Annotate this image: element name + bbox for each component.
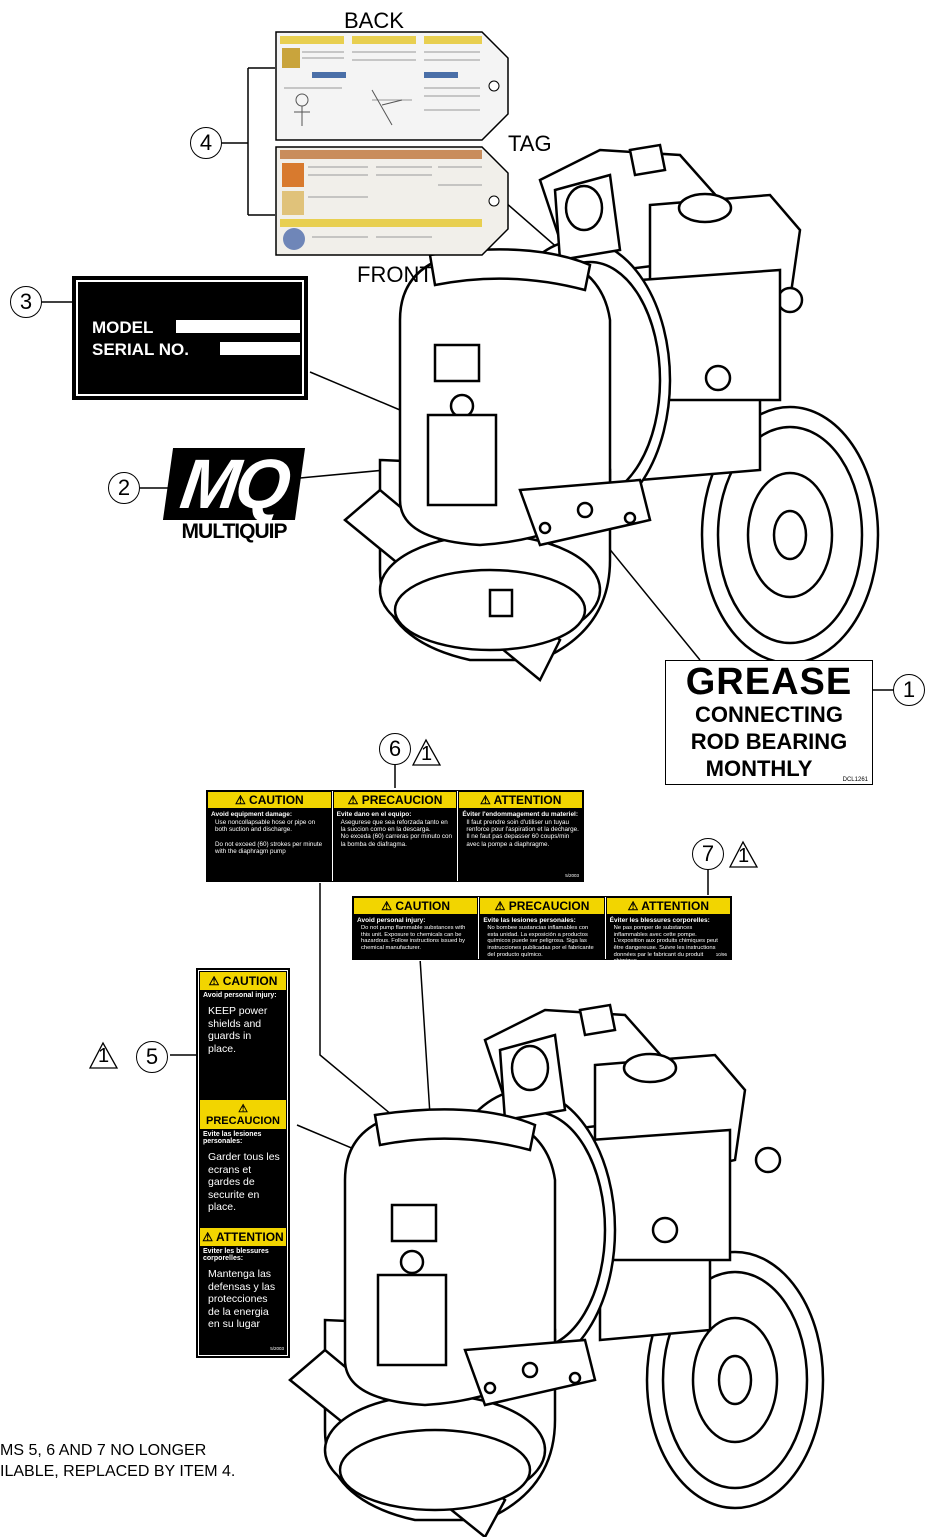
decal-6-attention-sub: Éviter l'endommagement du materiel: [462, 811, 579, 818]
callout-2: 2 [108, 472, 140, 504]
decal-5-precaucion-sub: Evite las lesiones personales: [203, 1131, 262, 1145]
decal-7-col-caution: ⚠ CAUTION Avoid personal injury: Do not … [353, 897, 480, 959]
decal-6-attention-body: Il faut prendre soin d'utiliser un tuyau… [466, 819, 579, 848]
pump-drawing-top [343, 143, 880, 682]
decal-7-caution-sub: Avoid personal injury: [357, 917, 426, 924]
tag-back-label: BACK [344, 8, 404, 33]
grease-line2: CONNECTING [695, 702, 843, 727]
callout-1: 1 [893, 674, 925, 706]
decal-5-precaucion-head: PRECAUCION [206, 1115, 280, 1127]
grease-line4: MONTHLY [705, 756, 813, 781]
decal-7-caution-head: CAUTION [395, 899, 451, 913]
pump-drawing-bottom [288, 1003, 825, 1537]
decal-5-date: 5/2003 [270, 1346, 284, 1351]
delta-7-number: 1 [738, 845, 750, 867]
decal-5-attention-body: Mantenga las defensas y las protecciones… [208, 1268, 276, 1331]
decal-5-section-precaucion: ⚠ PRECAUCION Evite las lesiones personal… [200, 1100, 286, 1228]
decal-5-caution-head: CAUTION [222, 974, 278, 988]
decal-5-caution-body: KEEP power shields and guards in place. [208, 1005, 268, 1055]
callout-5: 5 [136, 1041, 168, 1073]
decal-5-precaucion-body: Garder tous les ecrans et gardes de secu… [208, 1151, 280, 1214]
decal-6: ⚠ CAUTION Avoid equipment damage: Use no… [205, 789, 585, 883]
decal-7-precaucion-sub: Evite las lesiones personales: [483, 917, 576, 924]
decal-7-attention-body: Ne pas pomper de substances inflammables… [613, 925, 718, 965]
leader-3b [309, 371, 401, 411]
decal-7-caution-body: Do not pump flammable substances with th… [361, 925, 466, 951]
decal-7-attention-head: ATTENTION [641, 899, 710, 913]
callout-4: 4 [190, 127, 222, 159]
decal-6-col-caution: ⚠ CAUTION Avoid equipment damage: Use no… [207, 791, 333, 881]
callout-7: 7 [692, 838, 724, 870]
decal-6-attention-head: ATTENTION [493, 793, 562, 807]
decal-7-date: 10/96 [715, 952, 727, 957]
decal-6-caution-sub: Avoid equipment damage: [211, 811, 293, 818]
decal-5: ⚠ CAUTION Avoid personal injury: KEEP po… [196, 968, 290, 1358]
decal-6-precaucion-head: PRECAUCION [361, 793, 443, 807]
decal-5-section-caution: ⚠ CAUTION Avoid personal injury: KEEP po… [200, 972, 286, 1100]
tag-front [275, 146, 509, 256]
decal-7-col-precaucion: ⚠ PRECAUCION Evite las lesiones personal… [479, 897, 606, 959]
callout-3: 3 [10, 286, 42, 318]
decal-7-col-attention: ⚠ ATTENTION Éviter les blessures corpore… [605, 897, 731, 964]
note-line2: ILABLE, REPLACED BY ITEM 4. [0, 1463, 236, 1480]
decal-6-col-precaucion: ⚠ PRECAUCION Evite dano en el equipo: As… [332, 791, 459, 881]
decal-6-date: 5/2003 [565, 873, 580, 878]
note-line1: MS 5, 6 AND 7 NO LONGER [0, 1442, 207, 1459]
delta-5 [88, 1041, 119, 1069]
decal-6-caution-head: CAUTION [249, 793, 304, 807]
mq-logo: MQ MULTIQUIP [162, 445, 306, 543]
grease-line1: GREASE [685, 661, 853, 703]
tag-back [275, 31, 509, 141]
mq-logo-brand: MULTIQUIP [181, 520, 288, 543]
grease-code: DCL1261 [842, 777, 868, 783]
callout-6: 6 [379, 733, 411, 765]
delta-6-number: 1 [421, 743, 433, 765]
decal-6-caution-body: Use noncollapsable hose or pipe on both … [215, 819, 323, 855]
tag-label: TAG [508, 131, 552, 156]
decal-7-attention-sub: Éviter les blessures corporelles: [609, 917, 710, 924]
grease-line3: ROD BEARING [690, 729, 848, 754]
decal-5-caution-sub: Avoid personal injury: [203, 992, 277, 999]
leader-4 [222, 67, 275, 216]
serial-label: SERIAL NO. [92, 340, 189, 359]
delta-5-number: 1 [98, 1045, 110, 1067]
delta-6 [411, 738, 442, 766]
grease-decal: GREASE CONNECTING ROD BEARING MONTHLY DC… [665, 660, 873, 785]
decal-6-precaucion-body: Asegurese que sea reforzada tanto en la … [340, 819, 452, 848]
serial-field [220, 342, 300, 355]
model-label: MODEL [92, 318, 154, 337]
decal-5-attention-sub: Eviter les blessures corporelles: [203, 1248, 269, 1262]
decal-5-section-attention: ⚠ ATTENTION Eviter les blessures corpore… [200, 1228, 286, 1353]
decal-7-precaucion-head: PRECAUCION [508, 899, 590, 913]
delta-7 [728, 840, 759, 868]
decal-5-attention-head: ATTENTION [215, 1230, 284, 1244]
leader-7 [419, 867, 709, 1116]
decal-7: ⚠ CAUTION Avoid personal injury: Do not … [351, 895, 733, 964]
mq-logo-mark: MQ [162, 445, 306, 523]
decal-7-precaucion-body: No bombee sustancias inflamables con est… [487, 925, 594, 958]
decal-6-col-attention: ⚠ ATTENTION Éviter l'endommagement du ma… [458, 791, 584, 881]
tag-front-label: FRONT [357, 262, 433, 287]
model-field [176, 320, 300, 333]
decal-6-precaucion-sub: Evite dano en el equipo: [336, 811, 412, 818]
serial-nameplate: MODEL SERIAL NO. [72, 276, 308, 400]
